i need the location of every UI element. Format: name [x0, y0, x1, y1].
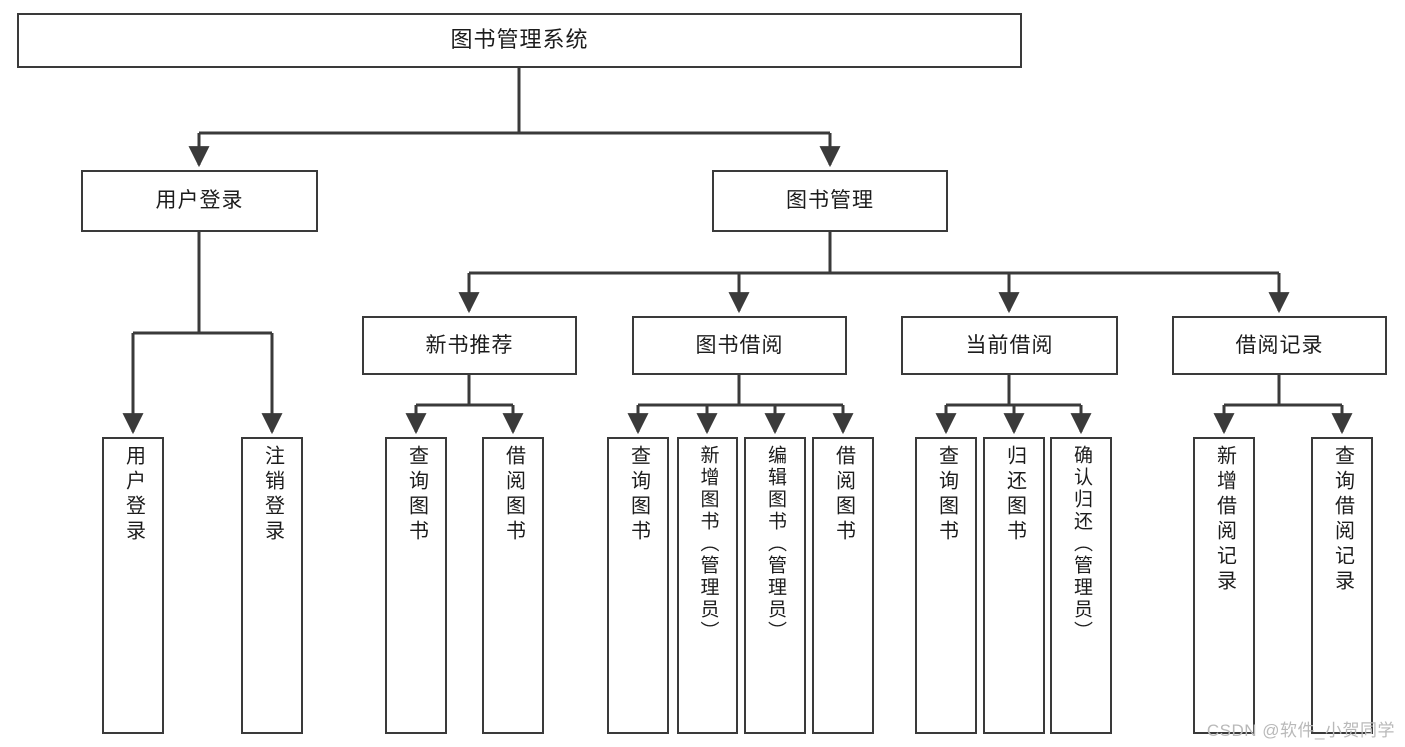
- node-leaf-query-book-1[interactable]: 查询图书: [385, 437, 447, 734]
- node-user-login-label: 用户登录: [155, 189, 244, 213]
- node-leaf-borrow-book-1-label: 借阅图书: [502, 445, 525, 545]
- node-leaf-edit-book-label: 编辑图书（管理员）: [764, 445, 786, 643]
- node-leaf-confirm-return[interactable]: 确认归还（管理员）: [1050, 437, 1112, 734]
- node-leaf-query-record-label: 查询借阅记录: [1331, 445, 1354, 595]
- node-leaf-query-book-3[interactable]: 查询图书: [915, 437, 977, 734]
- node-leaf-logout-label: 注销登录: [261, 445, 284, 545]
- node-book-manage-label: 图书管理: [786, 189, 874, 213]
- node-leaf-borrow-book-2[interactable]: 借阅图书: [812, 437, 874, 734]
- node-leaf-query-book-1-label: 查询图书: [405, 445, 428, 545]
- node-borrow-record[interactable]: 借阅记录: [1172, 316, 1387, 375]
- node-leaf-add-record[interactable]: 新增借阅记录: [1193, 437, 1255, 734]
- node-leaf-confirm-return-label: 确认归还（管理员）: [1070, 445, 1092, 643]
- node-borrow-record-label: 借阅记录: [1235, 333, 1324, 357]
- csdn-watermark: CSDN @软件_小贺同学: [1206, 721, 1395, 740]
- node-new-book-recommend-label: 新书推荐: [425, 333, 514, 357]
- node-leaf-query-book-2[interactable]: 查询图书: [607, 437, 669, 734]
- node-leaf-add-book[interactable]: 新增图书（管理员）: [677, 437, 738, 734]
- node-leaf-query-book-3-label: 查询图书: [935, 445, 958, 545]
- node-leaf-return-book-label: 归还图书: [1003, 445, 1026, 545]
- node-leaf-add-book-label: 新增图书（管理员）: [697, 445, 719, 643]
- node-leaf-user-login-label: 用户登录: [122, 445, 145, 545]
- node-leaf-logout[interactable]: 注销登录: [241, 437, 303, 734]
- node-leaf-edit-book[interactable]: 编辑图书（管理员）: [744, 437, 806, 734]
- node-root[interactable]: 图书管理系统: [17, 13, 1022, 68]
- node-current-borrow-label: 当前借阅: [965, 333, 1054, 357]
- node-leaf-borrow-book-1[interactable]: 借阅图书: [482, 437, 544, 734]
- node-current-borrow[interactable]: 当前借阅: [901, 316, 1118, 375]
- node-book-borrow-label: 图书借阅: [695, 333, 784, 357]
- node-leaf-query-record[interactable]: 查询借阅记录: [1311, 437, 1373, 734]
- node-leaf-borrow-book-2-label: 借阅图书: [832, 445, 855, 545]
- node-leaf-return-book[interactable]: 归还图书: [983, 437, 1045, 734]
- node-leaf-add-record-label: 新增借阅记录: [1213, 445, 1236, 595]
- node-new-book-recommend[interactable]: 新书推荐: [362, 316, 577, 375]
- node-book-manage[interactable]: 图书管理: [712, 170, 948, 232]
- node-user-login[interactable]: 用户登录: [81, 170, 318, 232]
- node-leaf-user-login[interactable]: 用户登录: [102, 437, 164, 734]
- node-book-borrow[interactable]: 图书借阅: [632, 316, 847, 375]
- node-root-label: 图书管理系统: [450, 27, 589, 53]
- node-leaf-query-book-2-label: 查询图书: [627, 445, 650, 545]
